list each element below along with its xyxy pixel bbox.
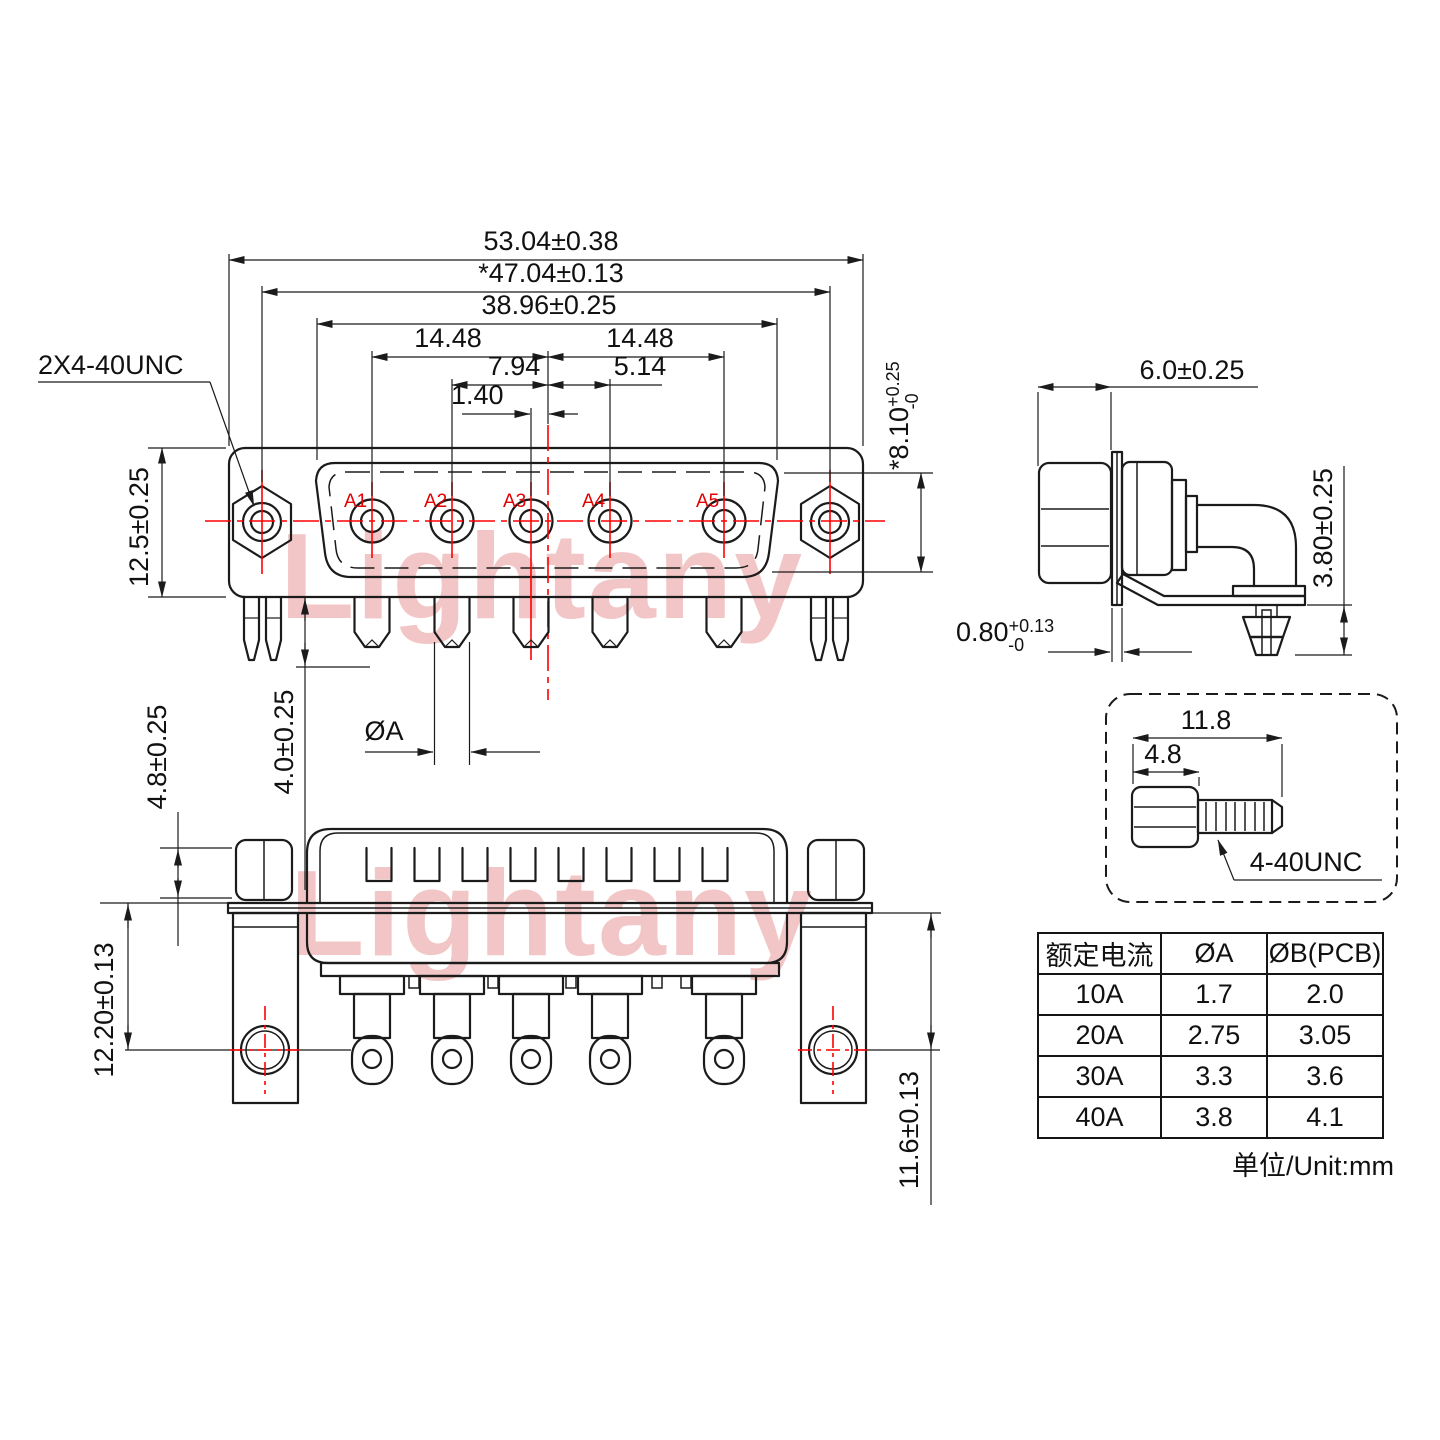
cell: 2.75 xyxy=(1160,1014,1268,1057)
dim-standoff-height: 4.8±0.25 xyxy=(142,705,232,946)
cell: 1.7 xyxy=(1160,973,1268,1016)
cell: 3.8 xyxy=(1160,1096,1268,1139)
svg-text:14.48: 14.48 xyxy=(606,323,674,353)
svg-text:6.0±0.25: 6.0±0.25 xyxy=(1140,355,1245,385)
watermark: Lightany Lightany xyxy=(280,508,812,981)
svg-text:4.0±0.25: 4.0±0.25 xyxy=(269,690,299,795)
cell: 10A xyxy=(1037,973,1162,1016)
d-shell-outer xyxy=(314,461,780,579)
svg-text:38.96±0.25: 38.96±0.25 xyxy=(482,290,617,320)
bottom-view: 12.20±0.13 11.6±0.13 xyxy=(89,827,941,1205)
svg-text:7.94: 7.94 xyxy=(488,351,541,381)
svg-text:11.8: 11.8 xyxy=(1181,705,1232,735)
side-view: 6.0±0.25 xyxy=(956,355,1352,662)
table-header-row: 额定电流 ØA ØB(PCB) xyxy=(1037,932,1384,975)
rivet-pins xyxy=(242,595,850,662)
svg-text:11.6±0.13: 11.6±0.13 xyxy=(894,1071,924,1189)
cell: 3.3 xyxy=(1160,1055,1268,1098)
shell-inner xyxy=(319,832,775,902)
svg-text:14.48: 14.48 xyxy=(414,323,482,353)
cell: 20A xyxy=(1037,1014,1162,1057)
svg-text:4.8: 4.8 xyxy=(1144,739,1182,769)
screw-detail: 11.8 4.8 4-40UNC xyxy=(1105,693,1398,903)
spec-table: 额定电流 ØA ØB(PCB) 10A 1.7 2.0 20A 2.75 3.0… xyxy=(1037,932,1384,1139)
pin-label-a3: A3 xyxy=(503,491,526,512)
cell: 3.05 xyxy=(1266,1014,1384,1057)
dim-pin-below-pcb: 3.80±0.25 xyxy=(1295,466,1352,656)
table-row: 10A 1.7 2.0 xyxy=(1037,973,1384,1016)
svg-text:4.8±0.25: 4.8±0.25 xyxy=(142,705,172,810)
cell: 40A xyxy=(1037,1096,1162,1139)
side-right-angle-contact xyxy=(1195,503,1307,598)
solder-pins xyxy=(353,595,743,649)
pin-label-a5: A5 xyxy=(696,491,719,512)
standoff-right xyxy=(806,838,866,902)
svg-text:4-40UNC: 4-40UNC xyxy=(1250,847,1363,877)
svg-text:12.5±0.25: 12.5±0.25 xyxy=(124,467,154,587)
svg-text:3.80±0.25: 3.80±0.25 xyxy=(1308,468,1338,588)
pin-label-a4: A4 xyxy=(582,491,606,512)
cell: 4.1 xyxy=(1266,1096,1384,1139)
svg-text:0.80+0.13-0: 0.80+0.13-0 xyxy=(956,616,1054,655)
cell: 30A xyxy=(1037,1055,1162,1098)
table-row: 40A 3.8 4.1 xyxy=(1037,1096,1384,1139)
dim-pitch: 14.48 14.48 xyxy=(371,323,725,496)
svg-text:5.14: 5.14 xyxy=(614,351,667,381)
col-header-dia-a: ØA xyxy=(1160,932,1268,975)
pcb-flange xyxy=(226,901,874,915)
table-row: 20A 2.75 3.05 xyxy=(1037,1014,1384,1057)
hole-centerlines xyxy=(230,1006,868,1094)
svg-text:ØA: ØA xyxy=(364,716,403,746)
dim-pin-length: 4.0±0.25 xyxy=(269,597,370,890)
pin-label-a2: A2 xyxy=(424,491,447,512)
side-snap-rivet xyxy=(1241,605,1292,657)
shell-outline xyxy=(305,827,789,904)
svg-text:1.40: 1.40 xyxy=(451,380,504,410)
dim-flange-thickness: 0.80+0.13-0 xyxy=(956,608,1192,662)
svg-text:2X4-40UNC: 2X4-40UNC xyxy=(38,350,184,380)
side-body xyxy=(1120,460,1199,577)
dim-hex-length: 4.8 xyxy=(1132,739,1200,786)
dim-total-width: 53.04±0.38 xyxy=(228,226,864,446)
side-bracket xyxy=(1115,572,1307,607)
col-header-dia-b: ØB(PCB) xyxy=(1266,932,1384,975)
thread-spec-callout: 4-40UNC xyxy=(1217,839,1382,881)
detail-boundary xyxy=(1105,693,1398,903)
shell-slots xyxy=(365,846,729,883)
dim-shell-height: *8.10+0.25-0 xyxy=(772,361,933,573)
dim-pin-diameter: ØA xyxy=(364,642,540,765)
side-hex-head xyxy=(1037,461,1113,585)
svg-text:12.20±0.13: 12.20±0.13 xyxy=(89,943,119,1078)
col-header-rated-current: 额定电流 xyxy=(1037,932,1162,975)
svg-text:*47.04±0.13: *47.04±0.13 xyxy=(478,258,623,288)
d-shell-inner xyxy=(328,471,766,569)
dim-depth: 6.0±0.25 xyxy=(1037,355,1258,466)
unit-note: 单位/Unit:mm xyxy=(1232,1151,1394,1181)
table-row: 30A 3.3 3.6 xyxy=(1037,1055,1384,1098)
screw-thread xyxy=(1196,798,1284,835)
dim-mount-span: *47.04±0.13 xyxy=(261,258,831,482)
dim-a2-a4: 7.94 5.14 xyxy=(451,351,667,496)
screw-standoff xyxy=(1130,785,1200,849)
front-view: A1 A2 A3 A4 A5 xyxy=(38,226,933,946)
cell: 2.0 xyxy=(1266,973,1384,1016)
svg-text:53.04±0.38: 53.04±0.38 xyxy=(484,226,619,256)
dim-hole-left: 12.20±0.13 xyxy=(89,902,230,1078)
svg-text:*8.10+0.25-0: *8.10+0.25-0 xyxy=(883,361,922,470)
dim-hole-right: 11.6±0.13 xyxy=(872,912,941,1205)
thread-callout: 2X4-40UNC xyxy=(38,350,255,507)
dim-a3-offset: 1.40 xyxy=(451,380,578,496)
contact-pins-bottom xyxy=(350,992,746,1086)
cell: 3.6 xyxy=(1266,1055,1384,1098)
connector-body xyxy=(227,446,865,599)
pin-label-a1: A1 xyxy=(344,491,367,512)
dim-screw-length: 11.8 xyxy=(1132,705,1283,797)
standoff-left xyxy=(234,838,294,902)
dim-body-height: 12.5±0.25 xyxy=(124,447,226,598)
dim-shell-width: 38.96±0.25 xyxy=(316,290,778,460)
